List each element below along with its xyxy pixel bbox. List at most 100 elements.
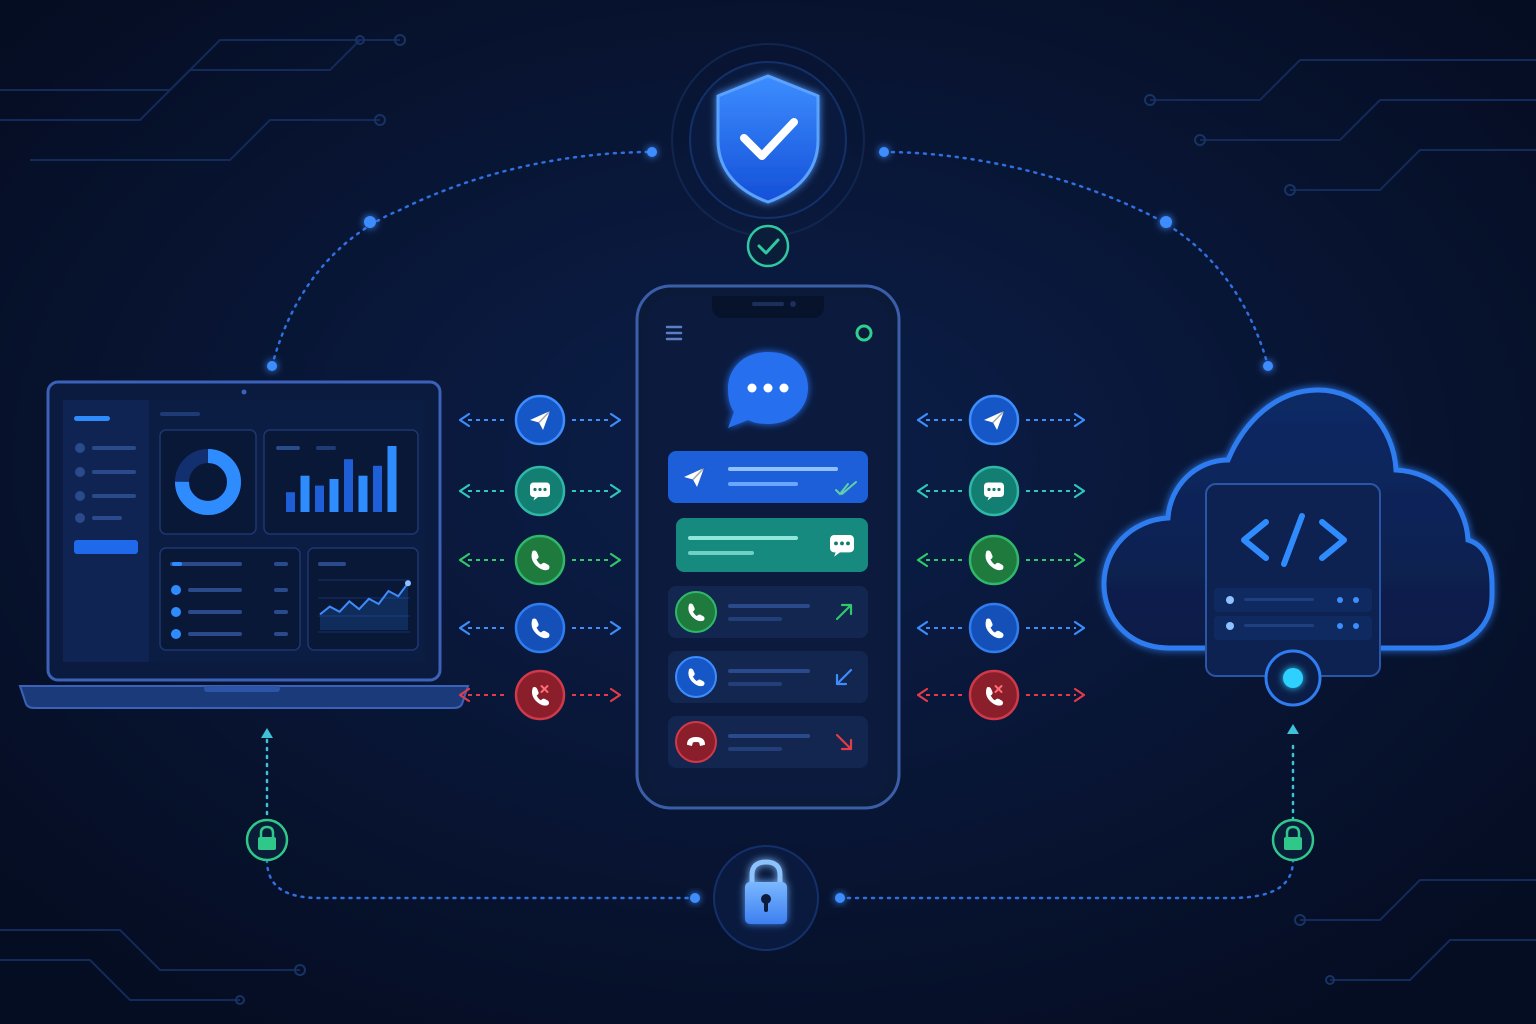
- channel-badge[interactable]: [968, 669, 1020, 721]
- channel-link: [458, 394, 622, 446]
- hamburger-icon[interactable]: [665, 325, 683, 341]
- call-line: [728, 669, 810, 673]
- arrow-right-icon: [609, 687, 622, 703]
- chat-dot: [538, 487, 542, 492]
- smartphone: [635, 284, 901, 810]
- dashboard-action-button[interactable]: [74, 540, 138, 554]
- list-item-chat[interactable]: [676, 518, 868, 572]
- channel-badge[interactable]: [514, 534, 566, 586]
- call-card[interactable]: [668, 716, 868, 768]
- arrow-right-icon: [609, 483, 622, 499]
- right-channel-links: [916, 394, 1086, 721]
- arrow-left-icon: [458, 552, 471, 568]
- message-card[interactable]: [668, 451, 868, 503]
- call-line: [728, 734, 810, 738]
- message-card[interactable]: [676, 518, 868, 572]
- call-avatar: [675, 656, 717, 698]
- shield-check-icon: [740, 118, 798, 160]
- phone-icon: [531, 686, 550, 706]
- message-line: [728, 467, 838, 471]
- channel-badge[interactable]: [514, 669, 566, 721]
- code-brackets-icon: [1241, 513, 1347, 567]
- phone-hangup-icon: [687, 737, 705, 747]
- arrow-right-icon: [1073, 412, 1086, 428]
- list-item-telegram[interactable]: [668, 451, 868, 503]
- verified-badge: [746, 224, 790, 268]
- arrow-down-right-icon: [835, 733, 853, 751]
- chat-bubble-icon: [830, 535, 854, 557]
- online-dot-icon: [855, 324, 873, 342]
- chat-bubble-icon: [728, 352, 808, 428]
- list-item-outgoing-call[interactable]: [668, 586, 868, 638]
- arrow-left-icon: [916, 620, 929, 636]
- dashboard-bar: [358, 475, 368, 512]
- line-endpoint: [405, 580, 411, 587]
- list-item-incoming-call[interactable]: [668, 651, 868, 703]
- arrow-left-icon: [458, 687, 471, 703]
- paper-plane-fold: [692, 467, 705, 481]
- call-card[interactable]: [668, 651, 868, 703]
- call-line: [728, 604, 810, 608]
- close-icon: [540, 685, 549, 693]
- channel-link: [458, 602, 622, 654]
- bottom-connection-nodes: [690, 893, 845, 903]
- channel-link: [458, 534, 622, 586]
- dashboard-sidebar: [63, 400, 149, 662]
- bottom-arrowheads: [261, 724, 1299, 738]
- phone-declined-icon: [531, 685, 550, 706]
- message-line: [688, 551, 754, 555]
- circuit-nodes: [235, 34, 1335, 1005]
- laptop: [18, 380, 470, 709]
- cloud-server: [1101, 387, 1495, 707]
- call-line: [728, 682, 782, 686]
- call-card[interactable]: [668, 586, 868, 638]
- arrow-right-icon: [1073, 620, 1086, 636]
- chat-dot: [533, 487, 537, 492]
- message-line: [688, 536, 798, 540]
- arrow-right-icon: [1073, 552, 1086, 568]
- message-line: [728, 482, 798, 486]
- double-check-icon: [835, 481, 857, 496]
- donut-card: [159, 429, 257, 535]
- arrow-left-icon: [916, 483, 929, 499]
- bar-chart-card: [263, 429, 419, 535]
- arrow-right-icon: [609, 620, 622, 636]
- dashboard-bar: [315, 485, 324, 512]
- circuit-traces: [0, 39, 1536, 1001]
- channel-badge[interactable]: [968, 602, 1020, 654]
- channel-badge[interactable]: [968, 534, 1020, 586]
- channel-link: [458, 669, 622, 721]
- channel-link: [916, 602, 1086, 654]
- arrow-right-icon: [609, 552, 622, 568]
- cloud-port: [1264, 649, 1322, 707]
- padlock-icon: [1284, 825, 1302, 850]
- dashboard-bar: [344, 459, 353, 512]
- channel-link: [916, 669, 1086, 721]
- phone-icon: [985, 686, 1004, 706]
- phone-icon: [531, 618, 550, 639]
- check-circle-icon: [757, 238, 780, 255]
- paper-plane-icon: [684, 467, 705, 487]
- arrow-left-icon: [916, 412, 929, 428]
- list-item-missed-call[interactable]: [668, 716, 868, 768]
- padlock-icon: [745, 859, 787, 924]
- paper-plane-shape: [530, 411, 550, 430]
- channel-link: [916, 534, 1086, 586]
- security-shield: [671, 43, 865, 237]
- paper-plane-fold: [992, 410, 1005, 424]
- phone-icon: [531, 550, 550, 571]
- dashboard-bar: [286, 492, 295, 512]
- channel-badge[interactable]: [514, 602, 566, 654]
- call-avatar: [675, 591, 717, 633]
- arrow-left-icon: [916, 552, 929, 568]
- channel-link: [916, 394, 1086, 446]
- paper-plane-fold: [538, 410, 551, 424]
- bottom-connection: [265, 738, 1295, 900]
- chat-bubble-tail: [834, 551, 842, 557]
- chat-bubble-tail: [987, 496, 994, 501]
- dashboard-bar: [329, 479, 339, 512]
- left-lock-badge: [245, 818, 289, 862]
- phone-icon: [985, 618, 1004, 639]
- arrow-left-icon: [458, 483, 471, 499]
